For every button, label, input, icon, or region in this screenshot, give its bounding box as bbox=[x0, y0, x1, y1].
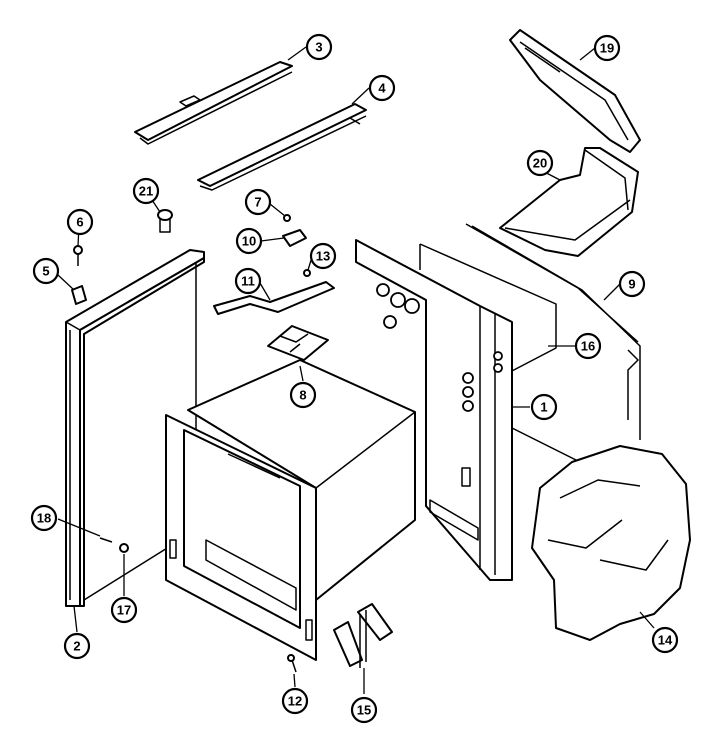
callout-label-12: 12 bbox=[288, 694, 302, 709]
callout-label-6: 6 bbox=[76, 215, 83, 230]
part-16-back-panel bbox=[419, 243, 557, 373]
callout-17: 17 bbox=[110, 596, 138, 624]
callout-3: 3 bbox=[305, 33, 333, 61]
callout-label-2: 2 bbox=[73, 639, 80, 654]
callout-7: 7 bbox=[244, 188, 272, 216]
callout-5: 5 bbox=[32, 257, 60, 285]
part-4-lower-trim bbox=[197, 103, 367, 191]
part-15-hinge bbox=[333, 603, 393, 668]
callout-16: 16 bbox=[574, 332, 602, 360]
callout-label-16: 16 bbox=[581, 339, 595, 354]
callout-label-15: 15 bbox=[357, 703, 371, 718]
callout-18: 18 bbox=[30, 504, 58, 532]
callout-13: 13 bbox=[309, 242, 337, 270]
callout-1: 1 bbox=[530, 393, 558, 421]
callout-label-18: 18 bbox=[37, 511, 51, 526]
callout-6: 6 bbox=[66, 208, 94, 236]
callout-label-13: 13 bbox=[316, 249, 330, 264]
part-19-vent-duct bbox=[509, 29, 641, 153]
part-3-top-trim bbox=[134, 61, 293, 145]
part-17-bushing bbox=[119, 543, 129, 553]
callout-11: 11 bbox=[234, 267, 262, 295]
callout-14: 14 bbox=[651, 626, 679, 654]
callout-label-11: 11 bbox=[241, 274, 255, 289]
callout-label-10: 10 bbox=[242, 234, 256, 249]
callout-9: 9 bbox=[618, 270, 646, 298]
part-1-side-panel bbox=[355, 239, 513, 581]
callout-label-14: 14 bbox=[658, 633, 673, 648]
part-8-latch bbox=[267, 325, 329, 361]
callout-label-20: 20 bbox=[533, 156, 547, 171]
callout-label-21: 21 bbox=[139, 184, 153, 199]
callout-label-9: 9 bbox=[628, 277, 635, 292]
part-18-screw bbox=[99, 537, 113, 543]
callout-20: 20 bbox=[526, 149, 554, 177]
oven-cavity bbox=[165, 359, 416, 661]
part-6-screw bbox=[73, 245, 83, 266]
callout-4: 4 bbox=[368, 74, 396, 102]
callout-12: 12 bbox=[281, 687, 309, 715]
part-10-switch bbox=[282, 229, 307, 247]
callout-15: 15 bbox=[350, 696, 378, 724]
part-5-clip bbox=[71, 285, 87, 305]
callout-10: 10 bbox=[235, 227, 263, 255]
part-20-vent-box bbox=[499, 147, 639, 257]
callout-label-17: 17 bbox=[117, 603, 131, 618]
part-12-screw bbox=[287, 654, 297, 673]
callout-19: 19 bbox=[593, 34, 621, 62]
part-13-screw bbox=[303, 269, 311, 277]
callout-label-8: 8 bbox=[299, 388, 306, 403]
part-14-insulation bbox=[531, 445, 691, 641]
callout-label-1: 1 bbox=[540, 400, 547, 415]
callout-8: 8 bbox=[289, 381, 317, 409]
callout-21: 21 bbox=[132, 177, 160, 205]
callout-label-19: 19 bbox=[600, 41, 614, 56]
callout-label-5: 5 bbox=[42, 264, 49, 279]
part-2-door-frame bbox=[65, 249, 205, 607]
part-11-lever bbox=[213, 281, 335, 315]
part-7-screw bbox=[283, 214, 291, 222]
callout-2: 2 bbox=[63, 632, 91, 660]
callout-label-4: 4 bbox=[378, 81, 386, 96]
part-21-button bbox=[157, 209, 173, 233]
callout-label-3: 3 bbox=[315, 40, 322, 55]
callout-label-7: 7 bbox=[254, 195, 261, 210]
